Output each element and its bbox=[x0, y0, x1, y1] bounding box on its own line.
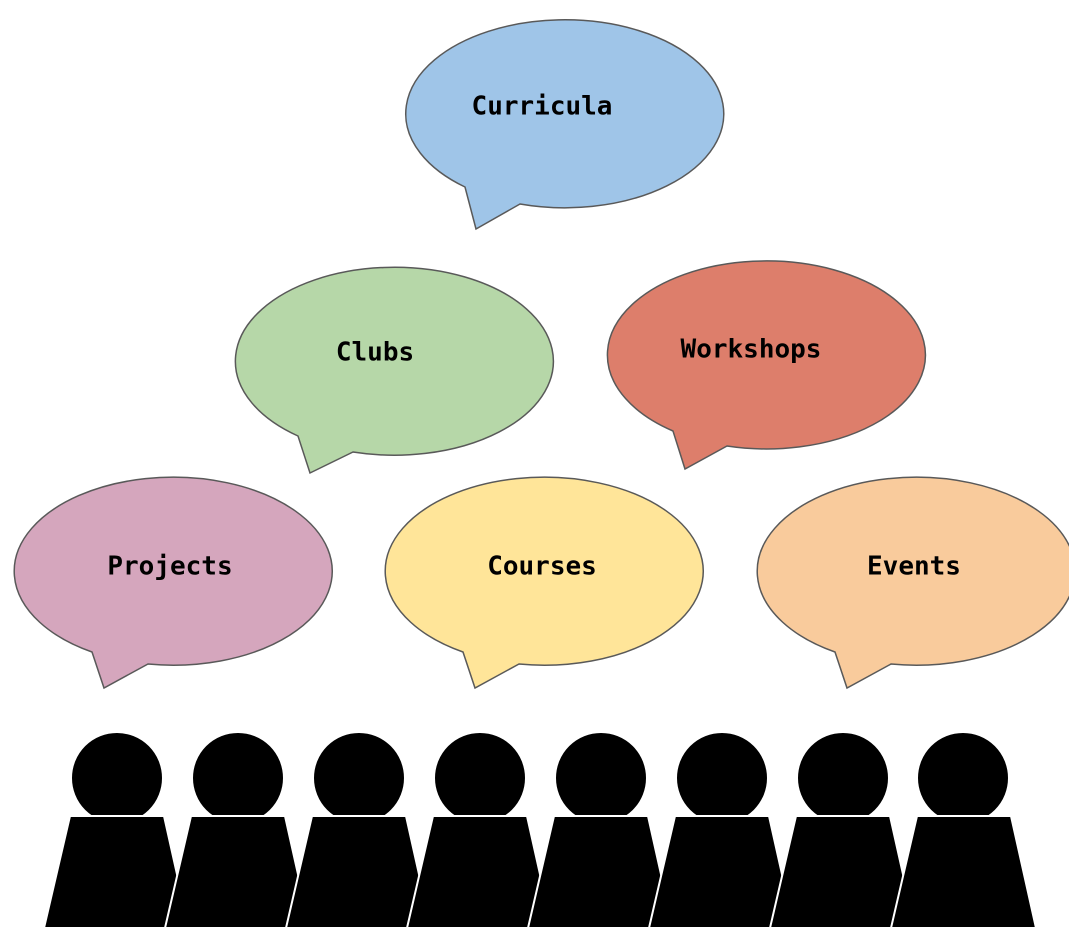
bubble-label-projects: Projects bbox=[107, 552, 232, 582]
person-body bbox=[889, 815, 1038, 929]
bubble-workshops: Workshops bbox=[606, 260, 927, 471]
person-body bbox=[284, 815, 433, 929]
bubble-curricula: Curricula bbox=[405, 19, 725, 231]
speech-bubble-projects-shape bbox=[13, 476, 333, 690]
person-body bbox=[647, 815, 796, 929]
person-head bbox=[433, 731, 527, 825]
person-body bbox=[526, 815, 675, 929]
audience-people bbox=[42, 731, 1038, 929]
person-head bbox=[554, 731, 648, 825]
person-2 bbox=[163, 731, 312, 929]
person-head bbox=[675, 731, 769, 825]
person-3 bbox=[284, 731, 433, 929]
person-6 bbox=[647, 731, 796, 929]
person-8 bbox=[889, 731, 1038, 929]
person-body bbox=[768, 815, 917, 929]
bubble-label-courses: Courses bbox=[487, 552, 597, 582]
person-body bbox=[405, 815, 554, 929]
bubble-label-events: Events bbox=[867, 552, 961, 582]
speech-bubble-courses-shape bbox=[384, 476, 704, 690]
bubble-events: Events bbox=[756, 476, 1069, 690]
speech-bubble-curricula-shape bbox=[405, 19, 725, 231]
speech-bubble-workshops-shape bbox=[606, 260, 927, 471]
person-7 bbox=[768, 731, 917, 929]
person-head bbox=[70, 731, 164, 825]
person-body bbox=[163, 815, 312, 929]
person-head bbox=[916, 731, 1010, 825]
bubble-clubs: Clubs bbox=[234, 266, 555, 475]
bubble-label-clubs: Clubs bbox=[336, 338, 414, 368]
bubble-label-curricula: Curricula bbox=[472, 92, 613, 122]
person-head bbox=[312, 731, 406, 825]
bubble-label-workshops: Workshops bbox=[681, 335, 822, 365]
person-1 bbox=[42, 731, 191, 929]
bubble-projects: Projects bbox=[13, 476, 333, 690]
person-head bbox=[796, 731, 890, 825]
person-body bbox=[42, 815, 191, 929]
speech-bubble-clubs-shape bbox=[234, 266, 555, 475]
person-5 bbox=[526, 731, 675, 929]
speech-bubble-events-shape bbox=[756, 476, 1069, 690]
bubble-courses: Courses bbox=[384, 476, 704, 690]
person-4 bbox=[405, 731, 554, 929]
person-head bbox=[191, 731, 285, 825]
